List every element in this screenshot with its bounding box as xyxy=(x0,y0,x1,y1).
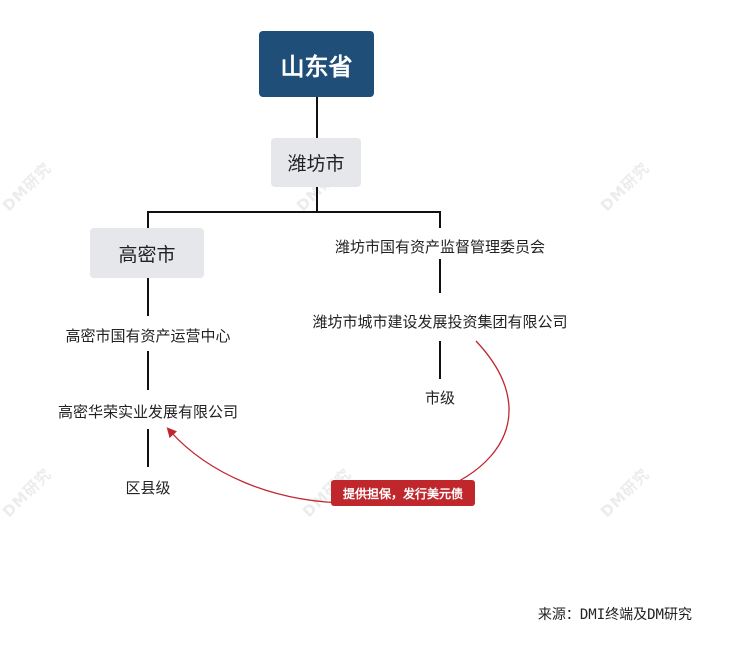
connector-line xyxy=(147,351,149,390)
node-gaomi-city: 高密市 xyxy=(90,228,204,278)
watermark: DM研究 xyxy=(596,464,654,521)
node-shandong-province: 山东省 xyxy=(259,31,374,97)
source-note: 来源：DMI终端及DM研究 xyxy=(537,607,692,623)
connector-line xyxy=(147,211,441,213)
node-weifang-city: 潍坊市 xyxy=(271,138,361,187)
connector-line xyxy=(439,211,441,228)
node-city-level: 市级 xyxy=(424,389,456,407)
connector-line xyxy=(147,429,149,467)
node-gaomi-state-asset-center: 高密市国有资产运营中心 xyxy=(65,327,231,345)
connector-line xyxy=(147,211,149,228)
node-weifang-sasac: 潍坊市国有资产监督管理委员会 xyxy=(334,238,546,256)
connector-line xyxy=(316,97,318,138)
node-weifang-urban-investment: 潍坊市城市建设发展投资集团有限公司 xyxy=(312,313,568,331)
node-gaomi-huarong: 高密华荣实业发展有限公司 xyxy=(57,403,239,421)
connector-line xyxy=(316,187,318,212)
guarantee-label: 提供担保，发行美元债 xyxy=(331,480,475,506)
connector-line xyxy=(439,341,441,379)
watermark: DM研究 xyxy=(0,158,56,215)
node-county-level: 区县级 xyxy=(125,479,171,497)
connector-line xyxy=(147,278,149,316)
watermark: DM研究 xyxy=(596,158,654,215)
connector-line xyxy=(439,259,441,293)
watermark: DM研究 xyxy=(0,464,56,521)
